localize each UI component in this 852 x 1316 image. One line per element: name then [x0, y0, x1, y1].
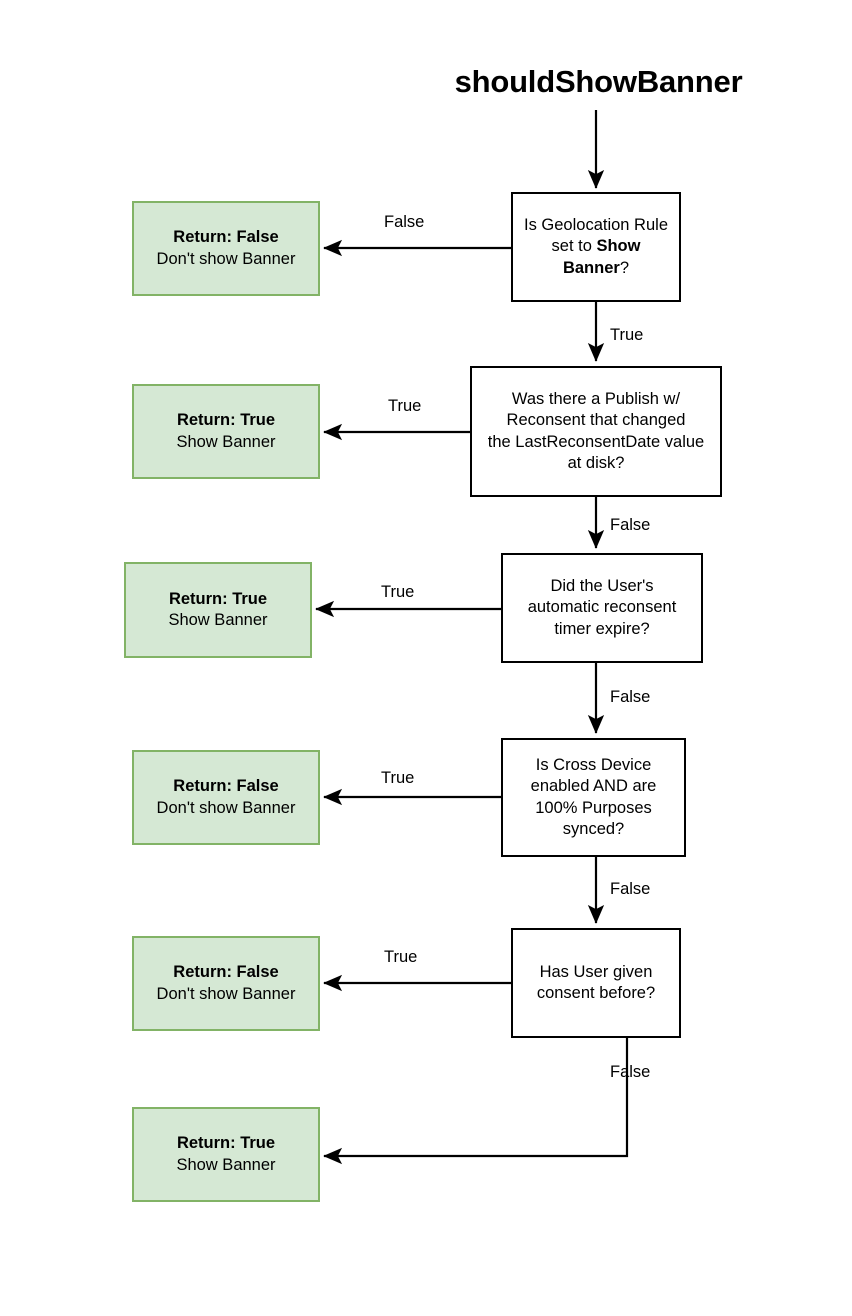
decision-line: automatic reconsent — [527, 598, 677, 617]
result-box-false-3[interactable]: Return: False Don't show Banner — [132, 936, 320, 1031]
result-box-true-3[interactable]: Return: True Show Banner — [132, 1107, 320, 1202]
edge-label-d1-false: False — [384, 213, 425, 231]
result-subtitle: Show Banner — [168, 611, 268, 629]
decision-line: at disk? — [567, 453, 625, 472]
decision-reconsent-timer[interactable]: Did the User's automatic reconsent timer… — [501, 553, 703, 663]
decision-line: consent before? — [536, 984, 656, 1002]
decision-line: Banner? — [563, 258, 629, 279]
result-subtitle: Don't show Banner — [156, 798, 296, 817]
decision-line: Is Cross Device — [535, 756, 652, 775]
edge-label-d2-false: False — [610, 516, 651, 534]
result-subtitle: Don't show Banner — [156, 984, 296, 1003]
result-box-true-1[interactable]: Return: True Show Banner — [132, 384, 320, 479]
edge-label-d5-false: False — [610, 1063, 651, 1081]
page-title: shouldShowBanner — [454, 64, 743, 99]
result-title: Return: True — [176, 411, 276, 430]
result-subtitle: Show Banner — [176, 1155, 276, 1174]
edge-label-d3-false: False — [610, 688, 651, 706]
decision-line: Reconsent that changed — [506, 411, 686, 430]
result-subtitle: Don't show Banner — [156, 249, 296, 268]
result-title: Return: False — [173, 228, 279, 247]
edge-label-d5-true: True — [384, 948, 418, 966]
decision-cross-device-sync[interactable]: Is Cross Device enabled AND are 100% Pur… — [501, 738, 686, 857]
result-title: Return: False — [173, 963, 279, 982]
decision-line: timer expire? — [554, 619, 650, 638]
decision-text-emphasis: Banner — [562, 258, 620, 277]
decision-text-fragment: ? — [619, 258, 630, 277]
decision-line: Did the User's — [550, 577, 654, 596]
decision-line: 100% Purposes — [535, 798, 652, 817]
decision-line: Is Geolocation Rule — [524, 216, 668, 235]
result-title: Return: True — [176, 1134, 276, 1153]
decision-line: Was there a Publish w/ — [511, 390, 681, 409]
edge-label-d4-true: True — [381, 769, 415, 787]
decision-text-emphasis: Show — [596, 237, 641, 256]
decision-line: set to Show — [552, 236, 641, 257]
decision-line: synced? — [562, 819, 625, 838]
edge-label-d2-true: True — [388, 397, 422, 415]
decision-line: enabled AND are — [530, 777, 657, 796]
edge-label-d1-true: True — [610, 326, 644, 344]
result-subtitle: Show Banner — [176, 432, 276, 451]
result-box-false-2[interactable]: Return: False Don't show Banner — [132, 750, 320, 845]
result-box-false-1[interactable]: Return: False Don't show Banner — [132, 201, 320, 296]
edge-d5-false — [323, 1037, 629, 1165]
result-box-true-2[interactable]: Return: True Show Banner — [124, 562, 312, 658]
decision-prior-consent[interactable]: Has User given consent before? — [511, 928, 681, 1038]
result-title: Return: False — [173, 777, 279, 796]
decision-geolocation-rule[interactable]: Is Geolocation Rule set to Show Banner? — [511, 192, 681, 302]
edge-label-d3-true: True — [381, 583, 415, 601]
decision-line: the LastReconsentDate value — [487, 432, 705, 451]
decision-line: Has User given — [539, 962, 653, 981]
decision-text-fragment: set to — [551, 237, 597, 256]
result-title: Return: True — [168, 589, 268, 608]
edge-label-d4-false: False — [610, 880, 651, 898]
decision-publish-reconsent[interactable]: Was there a Publish w/ Reconsent that ch… — [470, 366, 722, 497]
